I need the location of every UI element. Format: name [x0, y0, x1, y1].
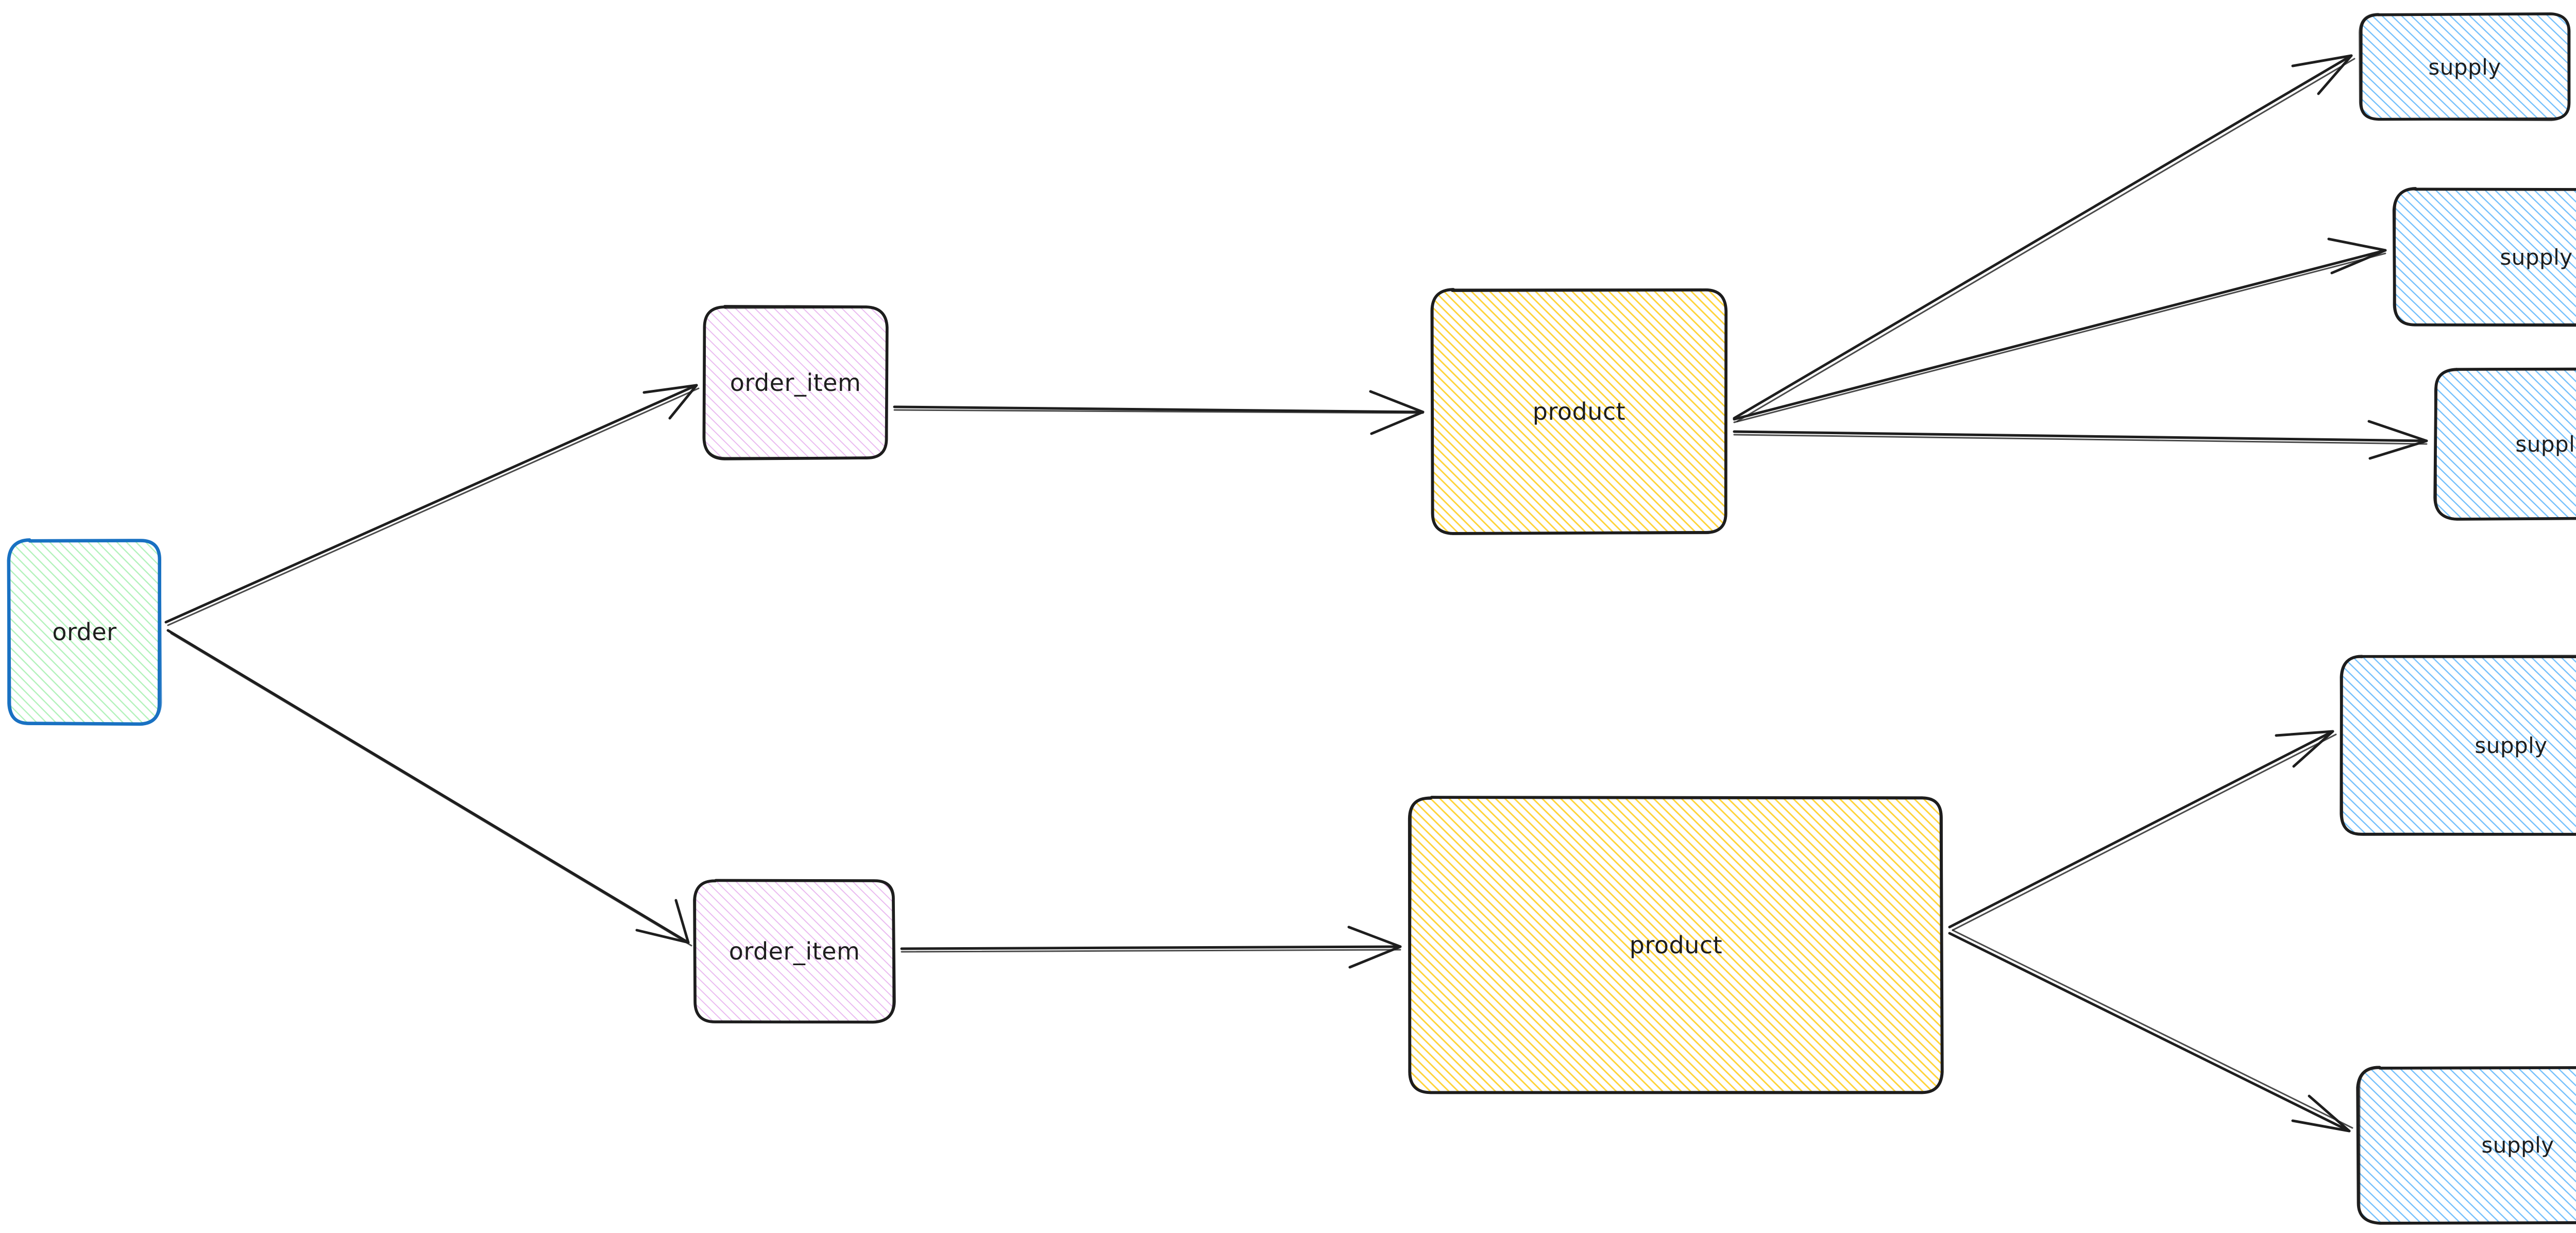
edge-e7-arrowhead	[2367, 420, 2428, 460]
edge-e1-line	[164, 384, 698, 624]
node-order[interactable]: order	[4, 536, 165, 728]
edge-e4-line	[900, 945, 1402, 950]
edge-e9-line	[1952, 929, 2353, 1129]
node-supply-4[interactable]: supply	[2336, 652, 2576, 839]
node-supply-5[interactable]: supply	[2353, 1063, 2576, 1227]
supply-shape	[2433, 367, 2576, 521]
node-label: supply	[2500, 244, 2573, 270]
edge-e1-arrowhead	[642, 384, 698, 420]
edge-e8-line	[1952, 733, 2337, 931]
node-label: supply	[2475, 732, 2548, 758]
edge-e4-arrowhead	[1347, 926, 1402, 969]
node-label: order	[52, 618, 117, 646]
order-shape	[7, 538, 162, 726]
edge-e9-line	[1948, 932, 2351, 1133]
edge-e2-line	[166, 629, 690, 944]
edge-e6-line	[1733, 249, 2387, 421]
node-label: supply	[2515, 431, 2576, 457]
supply-shape	[2359, 12, 2571, 122]
edge-e3-arrowhead	[1369, 390, 1425, 435]
node-product-1[interactable]: product	[1427, 285, 1731, 538]
order-item-shape	[702, 305, 889, 460]
edge-e1-line	[167, 387, 700, 626]
node-product-2[interactable]: product	[1405, 793, 1947, 1098]
edge-e2-arrowhead	[635, 899, 690, 944]
supply-shape	[2340, 655, 2576, 836]
product-shape	[1408, 796, 1944, 1094]
edge-e5-arrowhead	[2291, 54, 2353, 95]
node-label: supply	[2428, 54, 2501, 80]
node-label: product	[1629, 931, 1723, 959]
order-item-shape	[693, 879, 896, 1024]
edge-e8-arrowhead	[2275, 730, 2334, 768]
edge-e5-line	[1736, 58, 2355, 422]
supply-shape	[2356, 1066, 2576, 1225]
node-label: product	[1532, 398, 1626, 425]
edge-e7-line	[1733, 434, 2428, 445]
edge-e3-line	[893, 405, 1425, 414]
edge-paths	[164, 54, 2428, 1133]
edge-e5-line	[1733, 54, 2353, 420]
edge-e9-arrowhead	[2291, 1094, 2351, 1133]
edge-e3-line	[893, 409, 1424, 414]
supply-shape	[2392, 187, 2576, 327]
node-order-item-2[interactable]: order_item	[690, 876, 899, 1027]
edge-e7-line	[1733, 430, 2428, 442]
edge-e6-arrowhead	[2327, 237, 2387, 275]
edge-e2-line	[170, 632, 692, 947]
node-label: supply	[2481, 1132, 2554, 1158]
node-supply-2[interactable]: supply	[2389, 184, 2576, 330]
node-label: order_item	[728, 937, 860, 965]
node-order-item-1[interactable]: order_item	[700, 302, 891, 463]
node-supply-3[interactable]: supply	[2431, 365, 2576, 523]
edge-e4-line	[901, 949, 1401, 953]
node-supply-1[interactable]: supply	[2355, 10, 2574, 124]
product-shape	[1430, 288, 1728, 535]
edge-e6-line	[1733, 252, 2386, 423]
node-label: order_item	[730, 369, 861, 397]
edge-e8-line	[1948, 730, 2334, 929]
